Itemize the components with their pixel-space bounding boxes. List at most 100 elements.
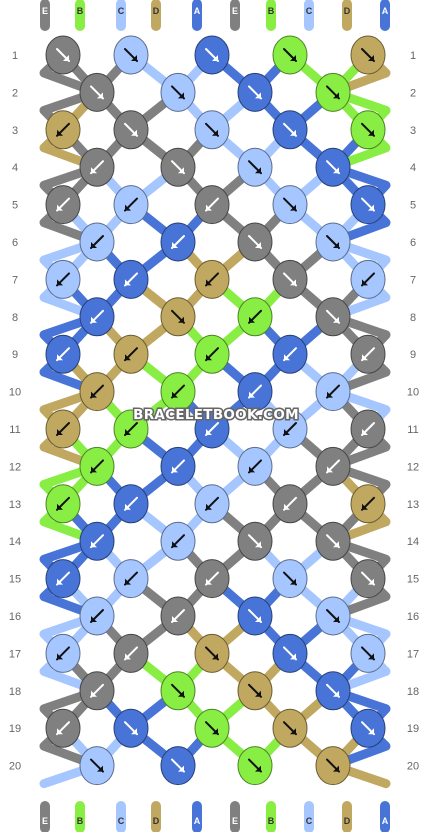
top-strand-letter: C xyxy=(118,6,125,16)
arrow-head-icon xyxy=(333,765,339,772)
arrow-head-icon xyxy=(249,391,255,398)
arrow-head-icon xyxy=(290,578,296,585)
knot xyxy=(350,35,386,75)
knot xyxy=(194,484,230,524)
arrow-head-icon xyxy=(57,129,63,136)
row-number-left: 4 xyxy=(12,162,18,174)
knot xyxy=(160,446,196,486)
arrow-head-icon xyxy=(178,690,184,697)
knot xyxy=(45,185,81,225)
knot xyxy=(160,147,196,187)
knot xyxy=(113,559,149,599)
knot xyxy=(315,671,351,711)
knot xyxy=(272,484,308,524)
row-number-left: 11 xyxy=(9,424,20,436)
arrow-head-icon xyxy=(362,429,368,435)
knot xyxy=(315,521,351,561)
row-number-left: 16 xyxy=(9,611,21,623)
knot xyxy=(272,35,308,75)
arrow-head-icon xyxy=(125,429,131,435)
arrow-head-icon xyxy=(290,728,296,735)
knot xyxy=(160,222,196,262)
arrow-head-icon xyxy=(212,55,218,61)
bottom-strand-letter: B xyxy=(268,816,275,826)
knot xyxy=(237,297,273,337)
knot xyxy=(194,334,230,374)
arrow-head-icon xyxy=(255,690,261,697)
arrow-head-icon xyxy=(327,466,333,473)
row-number-left: 13 xyxy=(9,499,21,511)
top-strand-letter: D xyxy=(344,6,351,16)
knot xyxy=(315,72,351,112)
knot xyxy=(160,746,196,786)
knot xyxy=(315,446,351,486)
knot xyxy=(45,708,81,748)
arrow-head-icon xyxy=(290,653,296,660)
knot xyxy=(79,521,115,561)
arrow-head-icon xyxy=(290,204,296,211)
top-strand-letter: E xyxy=(42,6,48,16)
knot xyxy=(315,596,351,636)
top-strand-letter: A xyxy=(194,6,201,16)
row-number-right: 11 xyxy=(407,424,418,436)
row-number-left: 17 xyxy=(9,648,21,660)
knot xyxy=(160,671,196,711)
knot xyxy=(272,559,308,599)
knot xyxy=(45,35,81,75)
arrow-head-icon xyxy=(131,129,137,136)
row-number-right: 8 xyxy=(410,312,416,324)
knot xyxy=(315,222,351,262)
bottom-strand-letter: C xyxy=(118,816,125,826)
knot xyxy=(79,222,115,262)
arrow-head-icon xyxy=(333,167,339,174)
knot xyxy=(113,35,149,75)
knot xyxy=(350,110,386,150)
knot xyxy=(45,559,81,599)
arrow-head-icon xyxy=(255,242,261,248)
arrow-head-icon xyxy=(368,578,374,585)
arrow-head-icon xyxy=(212,728,218,735)
arrow-head-icon xyxy=(57,653,63,660)
knot xyxy=(272,185,308,225)
knot xyxy=(315,147,351,187)
knot xyxy=(350,559,386,599)
arrow-head-icon xyxy=(125,578,131,585)
knot xyxy=(160,596,196,636)
knot xyxy=(160,72,196,112)
knot xyxy=(113,110,149,150)
arrow-head-icon xyxy=(368,204,374,211)
bottom-strand-letter: E xyxy=(232,816,238,826)
knot xyxy=(194,35,230,75)
arrow-head-icon xyxy=(290,129,296,136)
row-number-right: 10 xyxy=(407,387,419,399)
arrow-head-icon xyxy=(63,55,69,61)
row-number-left: 3 xyxy=(12,125,18,137)
arrow-head-icon xyxy=(131,55,137,61)
row-number-left: 10 xyxy=(9,387,21,399)
arrow-head-icon xyxy=(57,429,63,435)
arrow-head-icon xyxy=(362,354,368,361)
arrow-head-icon xyxy=(368,129,374,136)
row-number-left: 2 xyxy=(12,87,18,99)
watermark: BRACELETBOOK.COM xyxy=(133,407,299,423)
arrow-head-icon xyxy=(57,728,63,735)
top-strand-letter: B xyxy=(268,6,275,16)
arrow-head-icon xyxy=(368,653,374,660)
row-number-left: 19 xyxy=(9,723,21,735)
arrow-head-icon xyxy=(249,466,255,473)
knot xyxy=(350,484,386,524)
arrow-head-icon xyxy=(362,279,368,286)
arrow-head-icon xyxy=(290,279,296,286)
row-number-left: 8 xyxy=(12,312,18,324)
row-number-left: 7 xyxy=(12,274,18,286)
arrow-head-icon xyxy=(178,316,184,323)
arrow-head-icon xyxy=(284,429,290,435)
arrow-head-icon xyxy=(333,690,339,697)
arrow-head-icon xyxy=(172,391,178,398)
bottom-strand-letter: A xyxy=(194,816,201,826)
top-strand-letter: A xyxy=(382,6,389,16)
arrow-head-icon xyxy=(333,92,339,99)
knot xyxy=(45,334,81,374)
row-number-left: 15 xyxy=(9,574,21,586)
knot xyxy=(45,110,81,150)
